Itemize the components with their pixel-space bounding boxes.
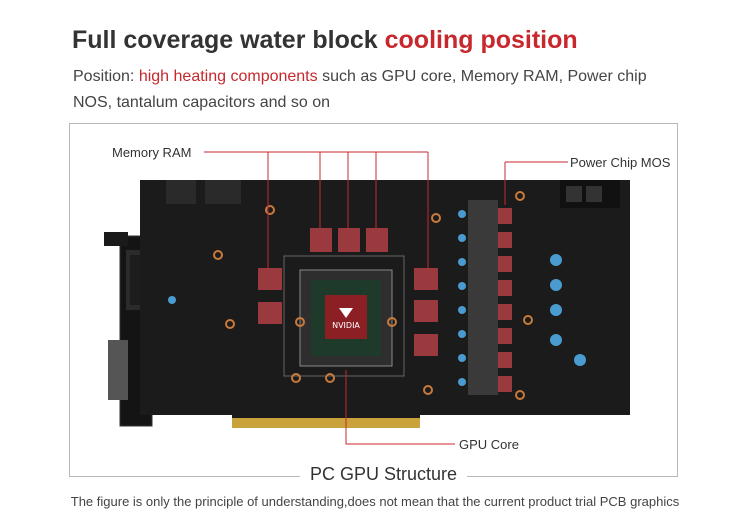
footer-note: The figure is only the principle of unde… <box>70 494 680 509</box>
page-title: Full coverage water block cooling positi… <box>72 26 578 55</box>
position-line-1: Position: high heating components such a… <box>73 68 647 86</box>
gpu-chip-brand: NVIDIA <box>332 321 360 330</box>
gpu-area: NVIDIA <box>283 255 405 377</box>
position-line-2: NOS, tantalum capacitors and so on <box>73 94 331 111</box>
capacitors <box>168 254 586 366</box>
callout-memory-ram: Memory RAM <box>112 145 192 160</box>
figure-caption: PC GPU Structure <box>300 464 468 485</box>
nvidia-logo-icon <box>339 308 353 318</box>
position-rest: such as GPU core, Memory RAM, Power chip <box>322 68 647 85</box>
memory-pads <box>258 228 438 356</box>
callout-gpu-core: GPU Core <box>459 437 519 452</box>
title-main: Full coverage water block <box>72 26 378 54</box>
title-accent: cooling position <box>384 26 578 54</box>
mounting-holes <box>213 191 533 400</box>
position-accent: high heating components <box>138 68 318 85</box>
power-mos <box>458 200 512 395</box>
position-prefix: Position: <box>73 68 135 85</box>
callout-lines <box>204 151 568 445</box>
callout-power-chip: Power Chip MOS <box>570 155 671 170</box>
